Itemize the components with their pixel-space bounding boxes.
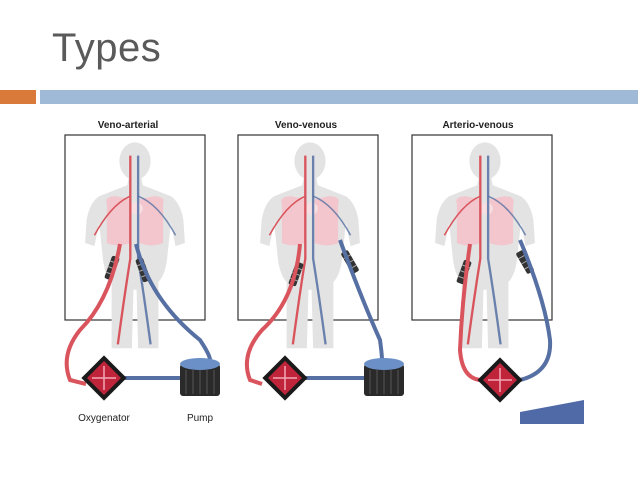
- corner-decoration: [520, 400, 584, 424]
- panel-veno-arterial: Veno-arterial Oxygenator Pump: [64, 120, 221, 424]
- panel-title: Veno-venous: [275, 120, 338, 131]
- panel-title: Veno-arterial: [98, 120, 159, 131]
- title-rule-bar: [40, 90, 638, 104]
- panel-veno-venous: Veno-venous: [237, 120, 405, 402]
- panel-title: Arterio-venous: [442, 120, 514, 131]
- oxygenator-label: Oxygenator: [78, 413, 130, 424]
- title-accent-bar: [0, 90, 36, 104]
- panel-arterio-venous: Arterio-venous: [411, 120, 584, 424]
- pump-label: Pump: [187, 413, 214, 424]
- page-title: Types: [52, 26, 162, 70]
